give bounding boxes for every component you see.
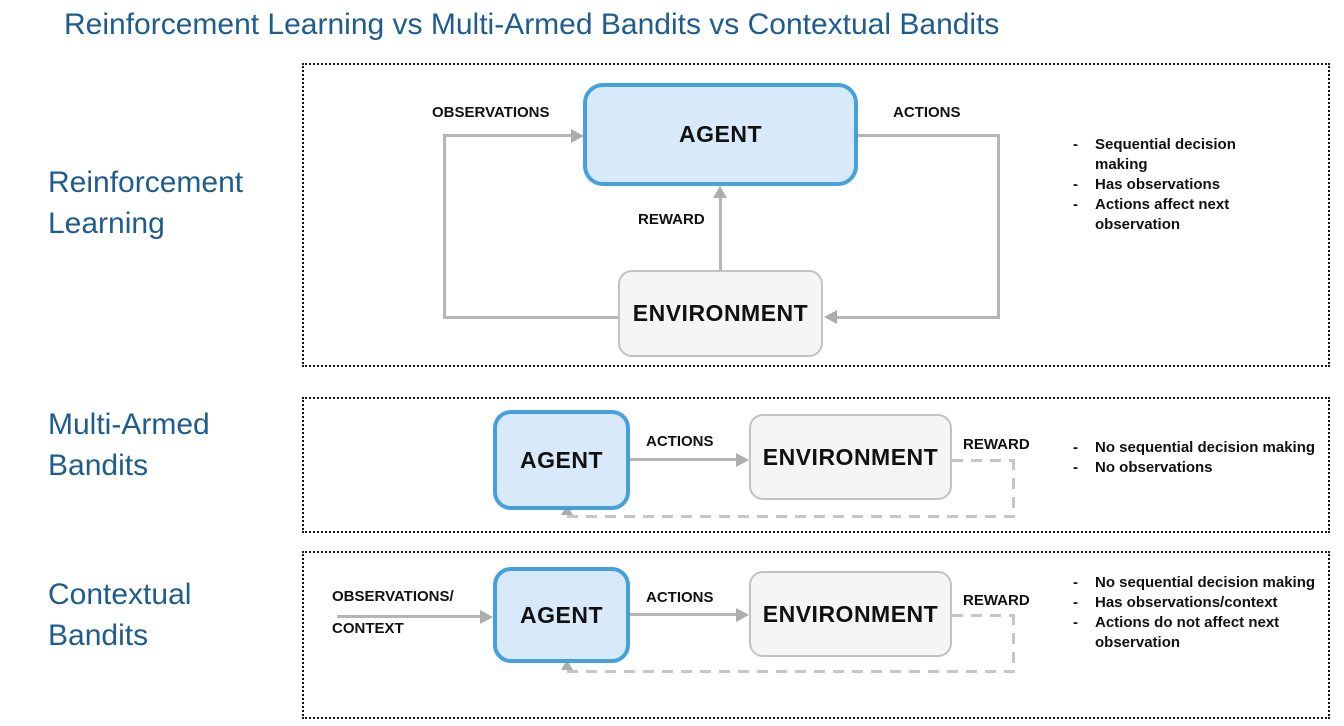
environment-box-label: ENVIRONMENT xyxy=(762,600,939,627)
actions-label: ACTIONS xyxy=(646,433,714,450)
observations-arrowhead-icon xyxy=(571,129,584,143)
observations-arrow-line xyxy=(443,134,573,137)
environment-box: ENVIRONMENT xyxy=(618,270,823,357)
rl-bullet-list: -Sequential decision making -Has observa… xyxy=(1073,135,1265,235)
list-item: -No sequential decision making xyxy=(1073,574,1316,591)
actions-arrowhead-icon xyxy=(736,453,749,467)
reward-dashed-line xyxy=(1012,614,1015,672)
reward-arrowhead-icon xyxy=(561,505,573,515)
observations-arrow-line xyxy=(337,615,481,618)
mab-bullet-list: -No sequential decision making -No obser… xyxy=(1073,438,1321,478)
environment-arrowhead-icon xyxy=(824,310,837,324)
page-title: Reinforcement Learning vs Multi-Armed Ba… xyxy=(64,8,1000,41)
loop-right-line xyxy=(997,134,1000,319)
agent-box: AGENT xyxy=(493,567,630,663)
reward-dashed-line xyxy=(952,614,1014,617)
reward-dashed-line xyxy=(1012,459,1015,517)
list-item: -No observations xyxy=(1073,459,1213,476)
agent-box-label: AGENT xyxy=(679,121,762,147)
actions-arrow-line xyxy=(858,134,1000,137)
actions-arrow-line xyxy=(630,613,738,616)
agent-box: AGENT xyxy=(493,410,630,510)
actions-arrow-line xyxy=(630,458,738,461)
cb-bullet-list: -No sequential decision making -Has obse… xyxy=(1073,573,1321,653)
list-item: -Sequential decision making xyxy=(1073,136,1236,173)
environment-box: ENVIRONMENT xyxy=(749,414,952,500)
agent-box: AGENT xyxy=(583,83,858,186)
reward-arrowhead-icon xyxy=(561,660,573,670)
loop-bottom-right-line xyxy=(836,316,1000,319)
section-label-contextual-bandits: Contextual Bandits xyxy=(48,578,192,652)
reward-dashed-line xyxy=(952,459,1014,462)
actions-label: ACTIONS xyxy=(646,589,714,606)
reward-label: REWARD xyxy=(963,592,1030,609)
observations-label: OBSERVATIONS xyxy=(432,104,550,121)
agent-box-label: AGENT xyxy=(520,446,603,473)
list-item: -No sequential decision making xyxy=(1073,439,1316,456)
list-item: -Has observations xyxy=(1073,176,1221,193)
reward-arrowhead-icon xyxy=(713,186,727,198)
observations-context-label-line2: CONTEXT xyxy=(332,620,404,637)
list-item: -Actions do not affect next observation xyxy=(1073,614,1280,651)
reward-label: REWARD xyxy=(963,436,1030,453)
loop-bottom-left-line xyxy=(443,316,618,319)
loop-left-line xyxy=(443,134,446,319)
agent-box-label: AGENT xyxy=(520,601,603,628)
section-label-reinforcement-learning: Reinforcement Learning xyxy=(48,166,244,240)
observations-context-label-line1: OBSERVATIONS/ xyxy=(332,588,454,605)
actions-label: ACTIONS xyxy=(893,104,961,121)
section-label-multi-armed-bandits: Multi-Armed Bandits xyxy=(48,408,210,482)
reward-dashed-line xyxy=(567,515,1015,518)
environment-box: ENVIRONMENT xyxy=(749,571,952,657)
environment-box-label: ENVIRONMENT xyxy=(632,300,809,326)
reward-dashed-line xyxy=(567,670,1015,673)
list-item: -Has observations/context xyxy=(1073,594,1278,611)
environment-box-label: ENVIRONMENT xyxy=(762,443,939,470)
observations-arrowhead-icon xyxy=(480,610,493,624)
list-item: -Actions affect next observation xyxy=(1073,196,1230,233)
reward-arrow-line xyxy=(719,196,722,270)
reward-label: REWARD xyxy=(638,211,705,228)
actions-arrowhead-icon xyxy=(736,608,749,622)
